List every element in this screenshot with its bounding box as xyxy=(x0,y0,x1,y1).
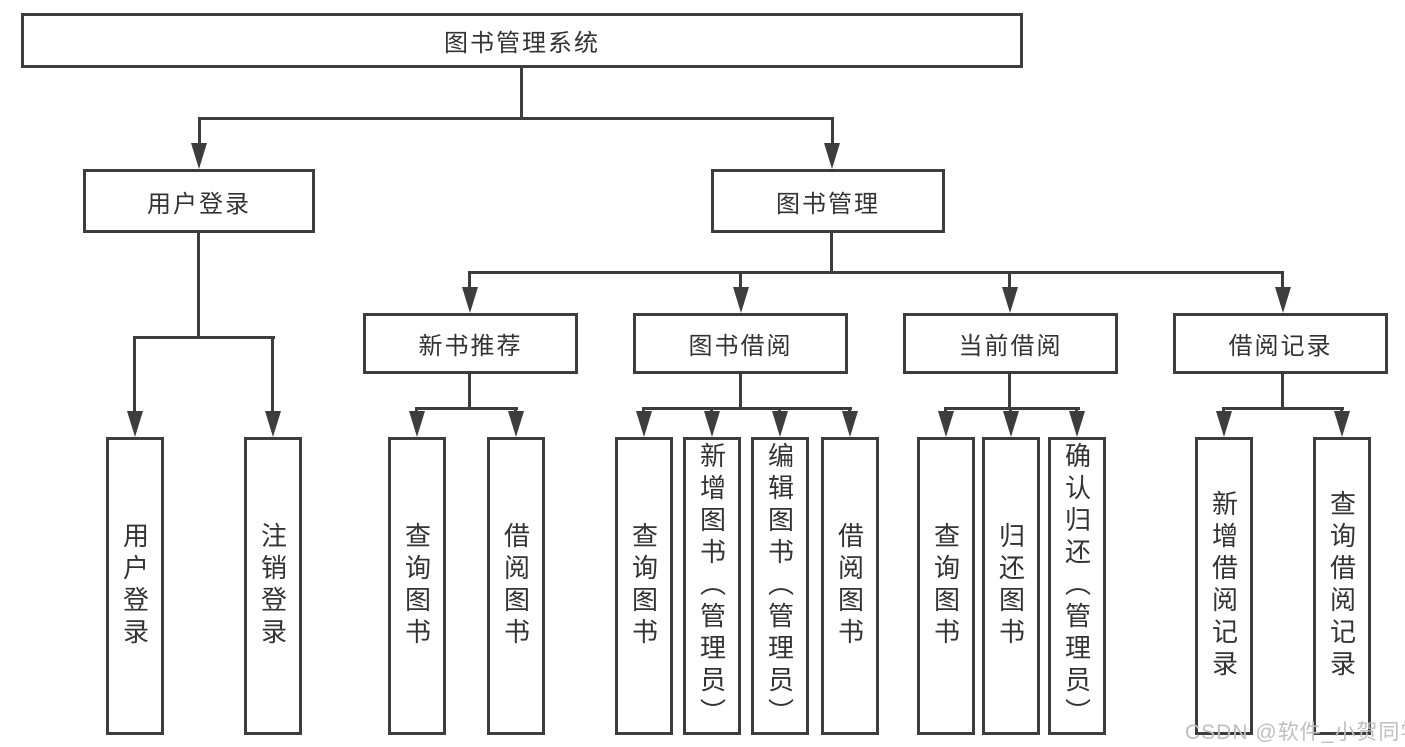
arrow-down-icon xyxy=(772,411,788,437)
arrow-down-icon xyxy=(1003,411,1019,437)
connector-line xyxy=(468,271,471,289)
node-user-login: 用户登录 xyxy=(83,169,315,233)
node-book-management: 图书管理 xyxy=(711,169,945,233)
connector-line xyxy=(1008,374,1011,407)
node-borrow-records: 借阅记录 xyxy=(1173,313,1388,374)
connector-line xyxy=(197,233,200,336)
connector-line xyxy=(642,407,852,410)
arrow-down-icon xyxy=(191,143,207,169)
leaf-query-books-2: 查询图书 xyxy=(615,437,673,735)
arrow-down-icon xyxy=(704,411,720,437)
connector-line xyxy=(739,374,742,407)
arrow-down-icon xyxy=(824,143,840,169)
connector-line xyxy=(271,336,274,413)
node-new-book-recommend: 新书推荐 xyxy=(363,313,578,374)
arrow-down-icon xyxy=(938,411,954,437)
node-book-borrow: 图书借阅 xyxy=(633,313,848,374)
leaf-borrow-books-2: 借阅图书 xyxy=(821,437,879,735)
leaf-return-books: 归还图书 xyxy=(982,437,1040,735)
node-root: 图书管理系统 xyxy=(21,13,1023,68)
arrow-down-icon xyxy=(1069,411,1085,437)
leaf-borrow-books-1: 借阅图书 xyxy=(487,437,545,735)
leaf-add-borrow-record: 新增借阅记录 xyxy=(1195,437,1253,735)
connector-line xyxy=(133,336,275,339)
arrow-down-icon xyxy=(1275,287,1291,313)
connector-line xyxy=(520,68,523,117)
connector-line xyxy=(1008,271,1011,289)
leaf-query-books-3: 查询图书 xyxy=(917,437,975,735)
connector-line xyxy=(1281,271,1284,289)
connector-line xyxy=(739,271,742,289)
connector-line xyxy=(468,271,1284,274)
leaf-query-borrow-record: 查询借阅记录 xyxy=(1313,437,1371,735)
arrow-down-icon xyxy=(265,411,281,437)
node-current-borrow: 当前借阅 xyxy=(903,313,1118,374)
arrow-down-icon xyxy=(636,411,652,437)
arrow-down-icon xyxy=(409,411,425,437)
leaf-edit-books-admin: 编辑图书（管理员） xyxy=(751,437,809,735)
connector-line xyxy=(944,407,1080,410)
leaf-logout: 注销登录 xyxy=(244,437,302,735)
arrow-down-icon xyxy=(1334,411,1350,437)
connector-line xyxy=(1222,407,1344,410)
arrow-down-icon xyxy=(1216,411,1232,437)
connector-line xyxy=(468,374,471,407)
arrow-down-icon xyxy=(462,287,478,313)
connector-line xyxy=(830,233,833,271)
connector-line xyxy=(198,117,834,120)
leaf-query-books-1: 查询图书 xyxy=(388,437,446,735)
arrow-down-icon xyxy=(1002,287,1018,313)
connector-line xyxy=(133,336,136,413)
leaf-user-login: 用户登录 xyxy=(106,437,164,735)
leaf-confirm-return-admin: 确认归还（管理员） xyxy=(1048,437,1106,735)
connector-line xyxy=(831,117,834,145)
arrow-down-icon xyxy=(733,287,749,313)
csdn-watermark: CSDN @软件_小贺同学 xyxy=(1185,721,1405,744)
connector-line xyxy=(1281,374,1284,407)
arrow-down-icon xyxy=(127,411,143,437)
arrow-down-icon xyxy=(842,411,858,437)
connector-line xyxy=(198,117,201,145)
arrow-down-icon xyxy=(508,411,524,437)
leaf-add-books-admin: 新增图书（管理员） xyxy=(683,437,741,735)
connector-line xyxy=(415,407,518,410)
